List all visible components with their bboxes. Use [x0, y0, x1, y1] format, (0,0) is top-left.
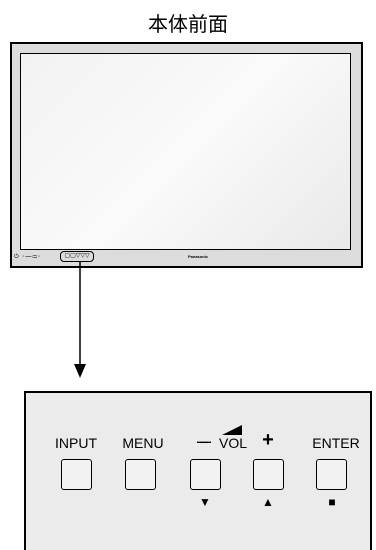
power-indicator: ⏻ ◦━▭◦: [14, 254, 42, 260]
vol-label: VOL: [218, 435, 247, 451]
enter-button[interactable]: [316, 459, 347, 490]
page-title: 本体前面: [148, 12, 228, 36]
display-screen: [20, 53, 351, 250]
front-button-cluster: ▢▢▽▽▽: [60, 251, 94, 262]
display-monitor: ⏻ ◦━▭◦ ▢▢▽▽▽ Panasonic: [10, 42, 363, 268]
vol-minus-label: —: [197, 433, 211, 449]
enter-square-icon: ■: [328, 495, 336, 509]
menu-label: MENU: [122, 435, 164, 451]
up-arrow-icon: ▲: [262, 495, 274, 509]
vol-plus-label: +: [262, 429, 274, 451]
control-panel-closeup: INPUT MENU — VOL + ▼ ▲ ENTER ■: [24, 391, 372, 550]
input-button[interactable]: [61, 459, 92, 490]
vol-down-button[interactable]: [190, 459, 221, 490]
menu-button[interactable]: [125, 459, 156, 490]
volume-wedge-icon: [222, 425, 242, 435]
down-arrow-icon: ▼: [199, 495, 211, 509]
callout-arrow: [74, 262, 86, 378]
enter-label: ENTER: [312, 435, 360, 451]
vol-up-button[interactable]: [253, 459, 284, 490]
input-label: INPUT: [55, 435, 97, 451]
brand-logo: Panasonic: [188, 254, 209, 259]
callout-arrow-head: [74, 364, 86, 378]
